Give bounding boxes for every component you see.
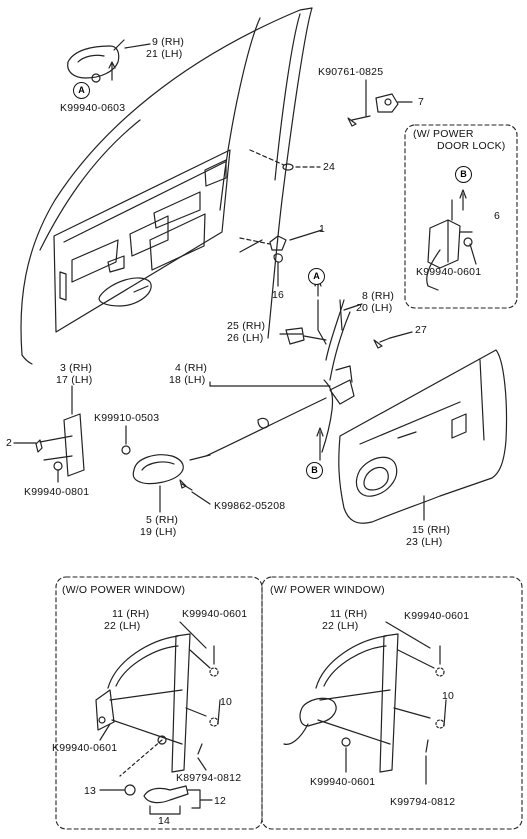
br-label-part-22: 22 (LH) [322, 620, 359, 632]
label-part-7: 7 [418, 96, 425, 108]
bl-label-part-12: 12 [214, 795, 227, 807]
label-part-18: 18 (LH) [169, 374, 206, 386]
door-latch-assembly [189, 299, 355, 461]
br-label-part-11: 11 (RH) [330, 608, 368, 620]
outside-handle [121, 445, 193, 491]
callout-a-mid: A [308, 268, 325, 285]
part-7-stopper [347, 79, 413, 127]
door-panel [20, 7, 313, 365]
box-title-no-power-window: (W/O POWER WINDOW) [62, 584, 186, 596]
label-part-16: 16 [272, 289, 285, 301]
callout-b-mid: B [306, 462, 323, 479]
bl-label-part-10: 10 [220, 696, 233, 708]
br-label-k99794-0812: K99794-0812 [390, 796, 456, 808]
regulator-power [283, 633, 445, 773]
bl-label-k99940-0601-top: K99940-0601 [182, 608, 248, 620]
bl-label-part-14: 14 [158, 815, 171, 827]
door-lock-actuator [426, 199, 473, 291]
label-part-21: 21 (LH) [146, 48, 183, 60]
label-k90761-0825: K90761-0825 [318, 66, 384, 78]
label-k99940-0603: K99940-0603 [60, 102, 126, 114]
label-part-4: 4 (RH) [175, 362, 208, 374]
label-part-25: 25 (RH) [227, 320, 266, 332]
label-part-17: 17 (LH) [56, 374, 93, 386]
label-part-5: 5 (RH) [146, 514, 179, 526]
power-lock-title-2: DOOR LOCK) [437, 140, 506, 152]
callout-b-lock: B [455, 166, 472, 183]
label-k99940-0801: K99940-0801 [24, 486, 90, 498]
label-part-1: 1 [319, 223, 326, 235]
label-part-15: 15 (RH) [412, 524, 451, 536]
bl-label-k89794-0812: K89794-0812 [176, 772, 242, 784]
power-lock-title-1: (W/ POWER [413, 128, 474, 140]
inside-handle [67, 39, 125, 79]
label-part-6: 6 [494, 210, 501, 222]
label-part-27: 27 [415, 324, 428, 336]
br-label-k99940-0601-bottom: K99940-0601 [310, 776, 376, 788]
label-part-2: 2 [6, 437, 13, 449]
trim-panel [338, 349, 508, 524]
callout-a-top: A [73, 82, 90, 99]
door-hinge [35, 385, 85, 477]
label-k99910-0503: K99910-0503 [94, 412, 160, 424]
bl-label-part-11: 11 (RH) [112, 608, 150, 620]
label-part-26: 26 (LH) [227, 332, 264, 344]
bl-label-k99940-0601-side: K99940-0601 [52, 742, 118, 754]
label-k99940-0601-lock: K99940-0601 [416, 266, 482, 278]
label-part-19: 19 (LH) [140, 526, 177, 538]
label-part-23: 23 (LH) [406, 536, 443, 548]
label-part-8: 8 (RH) [362, 290, 395, 302]
bl-label-part-13: 13 [84, 785, 97, 797]
label-part-9: 9 (RH) [152, 36, 185, 48]
br-label-part-10: 10 [442, 690, 455, 702]
label-k99862-05208: K99862-05208 [214, 500, 286, 512]
label-part-24: 24 [323, 161, 336, 173]
label-part-3: 3 (RH) [60, 362, 93, 374]
label-part-20: 20 (LH) [356, 302, 393, 314]
box-title-power-window: (W/ POWER WINDOW) [270, 584, 385, 596]
br-label-k99940-0601-top: K99940-0601 [404, 610, 470, 622]
regulator-manual [95, 633, 219, 773]
bl-label-part-22: 22 (LH) [104, 620, 141, 632]
